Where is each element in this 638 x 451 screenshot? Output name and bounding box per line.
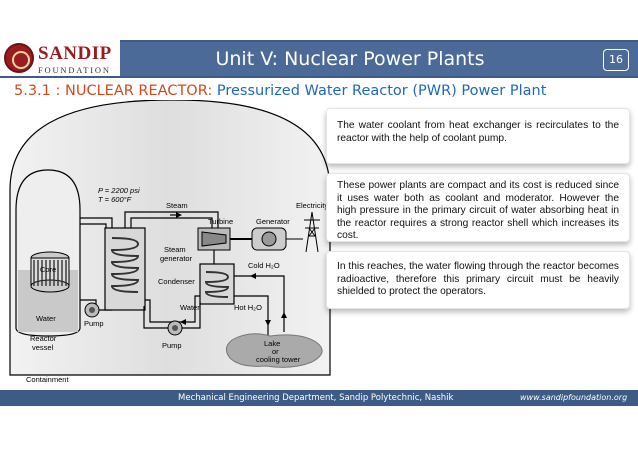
steam-generator [104, 227, 146, 311]
label-reactor-vessel-2: vessel [32, 343, 54, 352]
logo-subtitle: FOUNDATION [38, 65, 111, 75]
label-pump-primary: Pump [84, 319, 104, 328]
logo: SANDIP FOUNDATION [0, 40, 120, 78]
label-cold-water: Cold H₂O [248, 261, 280, 270]
section-title: Pressurized Water Reactor (PWR) Power Pl… [216, 83, 547, 99]
seal-icon [4, 43, 34, 73]
section-heading: 5.3.1 : NUCLEAR REACTOR: Pressurized Wat… [14, 83, 546, 99]
label-steam: Steam [166, 201, 188, 210]
footer-url: www.sandipfoundation.org [520, 393, 628, 402]
slide-title: Unit V: Nuclear Power Plants [215, 48, 485, 70]
label-electricity: Electricity [296, 201, 328, 210]
label-lake-1: Lake [264, 339, 280, 348]
label-containment: Containment [26, 375, 69, 384]
steam-pipe [124, 211, 219, 230]
label-lake-2: or [272, 347, 279, 356]
label-hot-water: Hot H₂O [234, 303, 262, 312]
note-card: The water coolant from heat exchanger is… [326, 108, 630, 164]
label-core: Core [40, 265, 56, 274]
logo-name: SANDIP [38, 43, 112, 64]
note-text: These power plants are compact and its c… [337, 180, 619, 242]
note-card: These power plants are compact and its c… [326, 173, 630, 242]
label-steam-generator-2: generator [160, 254, 193, 263]
footer-bar [0, 390, 638, 406]
condenser [199, 263, 235, 305]
label-pump-secondary: Pump [162, 341, 182, 350]
label-steam-generator-1: Steam [164, 245, 186, 254]
note-card: In this reaches, the water flowing throu… [326, 251, 630, 309]
turbine-icon [197, 227, 231, 251]
lake [226, 333, 323, 368]
label-reactor-vessel-1: Reactor [30, 334, 57, 343]
page-number: 16 [603, 49, 629, 71]
label-water-vessel: Water [36, 314, 56, 323]
section-number: 5.3.1 : NUCLEAR REACTOR: [14, 83, 213, 99]
pwr-diagram: P = 2200 psi T = 600°F Steam Turbine Gen… [9, 100, 331, 384]
notes-panel: The water coolant from heat exchanger is… [326, 108, 630, 318]
note-text: The water coolant from heat exchanger is… [337, 120, 619, 144]
label-condenser: Condenser [158, 277, 195, 286]
label-pressure: P = 2200 psi [98, 186, 140, 195]
label-generator: Generator [256, 217, 290, 226]
label-temperature: T = 600°F [98, 195, 132, 204]
core-icon [30, 251, 70, 293]
label-turbine: Turbine [208, 217, 233, 226]
note-text: In this reaches, the water flowing throu… [337, 261, 619, 298]
generator-icon [251, 227, 287, 251]
footer-department: Mechanical Engineering Department, Sandi… [178, 393, 454, 403]
label-lake-3: cooling tower [256, 355, 301, 364]
electricity-tower-icon [286, 211, 320, 253]
primary-hot-pipe [80, 217, 113, 230]
steam-generator-coil [110, 237, 140, 293]
label-water-loop: Water [180, 303, 200, 312]
